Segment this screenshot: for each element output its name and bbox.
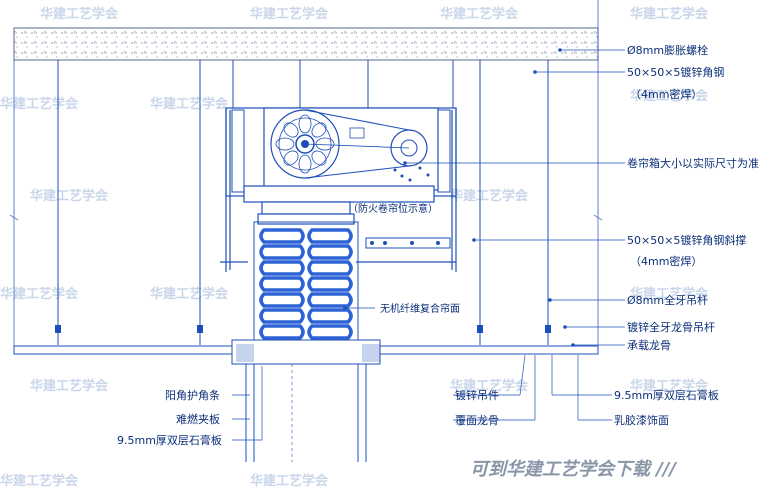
watermark: 华建工艺学会 [30,188,109,204]
label-corner-guard: 阳角护角条 [165,388,220,402]
side-walls [9,0,603,350]
watermark: 华建工艺学会 [450,188,529,204]
label-gypsum-right: 9.5mm厚双层石膏板 [614,388,719,402]
bracket-bolts [370,241,440,245]
footer-download-note: 可到华建工艺学会下载 /// [470,459,677,480]
label-cover-keel: 覆面龙骨 [455,414,499,427]
watermark: 华建工艺学会 [630,378,709,394]
rod-anchors [55,325,551,333]
watermark: 华建工艺学会 [0,286,79,302]
watermark: 华建工艺学会 [450,378,529,394]
label-curtain-position: （防火卷帘位示意） [348,202,438,215]
label-roller-box-size: 卷帘箱大小以实际尺寸为准 [627,156,759,170]
watermark: 华建工艺学会 [0,96,79,112]
label-plywood: 难燃夹板 [176,412,220,426]
watermark: 华建工艺学会 [630,286,709,302]
roller-box [263,107,439,191]
label-main-keel: 承载龙骨 [627,339,671,352]
watermark: 华建工艺学会 [630,88,709,104]
label-threaded-rod: Ø8mm全牙吊杆 [627,293,708,307]
hanging-rods [57,60,549,345]
watermark: 华建工艺学会 [440,6,519,22]
leader-dots [343,48,575,347]
label-weld-1: （4mm密焊） [630,87,702,101]
brackets [231,109,451,249]
leader-lines [232,49,625,441]
label-angle-steel: 50×50×5镀锌角钢 [627,65,724,79]
bottom-right-labels: 镀锌吊件 9.5mm厚双层石膏板 覆面龙骨 乳胶漆饰面 [455,388,719,427]
curtain-fabric [259,228,353,340]
watermark: 华建工艺学会 [250,473,329,489]
concrete-slab [13,27,599,61]
label-latex-paint: 乳胶漆饰面 [614,413,669,427]
watermark: 华建工艺学会 [630,6,709,22]
watermark: 华建工艺学会 [40,6,119,22]
label-gypsum-left: 9.5mm厚双层石膏板 [117,433,222,447]
watermark: 华建工艺学会 [0,473,79,489]
bottom-left-labels: 阳角护角条 难燃夹板 9.5mm厚双层石膏板 [117,388,222,447]
label-hanger: 镀锌吊件 [455,388,499,402]
right-labels: Ø8mm膨胀螺栓 50×50×5镀锌角钢 （4mm密焊） 卷帘箱大小以实际尺寸为… [627,43,759,352]
label-weld-2: （4mm密焊） [630,254,702,268]
label-curtain-fabric: 无机纤维复合帘面 [380,302,460,315]
watermark: 华建工艺学会 [150,96,229,112]
guide-rail-head [243,185,435,225]
label-angle-brace: 50×50×5镀锌角钢斜撑 [627,233,746,247]
watermark: 华建工艺学会 [250,6,329,22]
ceiling-board [13,339,599,462]
label-expansion-bolt: Ø8mm膨胀螺栓 [627,43,708,57]
watermark-layer: 华建工艺学会 华建工艺学会 华建工艺学会 华建工艺学会 华建工艺学会 华建工艺学… [0,6,709,489]
watermark: 华建工艺学会 [150,286,229,302]
label-keel-rod: 镀锌全牙龙骨吊杆 [627,320,715,334]
watermark: 华建工艺学会 [30,378,109,394]
